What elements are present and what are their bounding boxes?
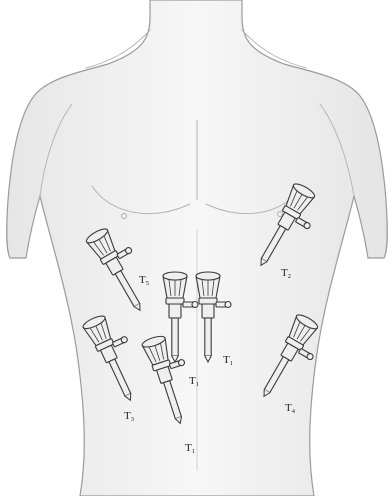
label-t5: T5: [139, 275, 149, 289]
label-t1-right-center: T1: [223, 355, 233, 369]
trocar-seal-cap: [196, 272, 220, 280]
trocar-collar: [199, 298, 217, 304]
trocar-collar: [166, 298, 184, 304]
label-t2: T2: [281, 268, 291, 282]
trocar-body: [202, 304, 214, 318]
trocar-valve-icon: [225, 302, 231, 308]
trocar-seal-cap: [163, 272, 187, 280]
label-t1-lower: T1: [185, 443, 195, 457]
label-t4: T4: [285, 403, 295, 417]
trocar-body: [169, 304, 181, 318]
label-t1-center: T1: [189, 376, 199, 390]
trocar-valve-icon: [192, 302, 198, 308]
label-t3: T3: [124, 411, 134, 425]
trocar-shaft: [205, 318, 211, 356]
trocar-shaft: [172, 318, 178, 356]
